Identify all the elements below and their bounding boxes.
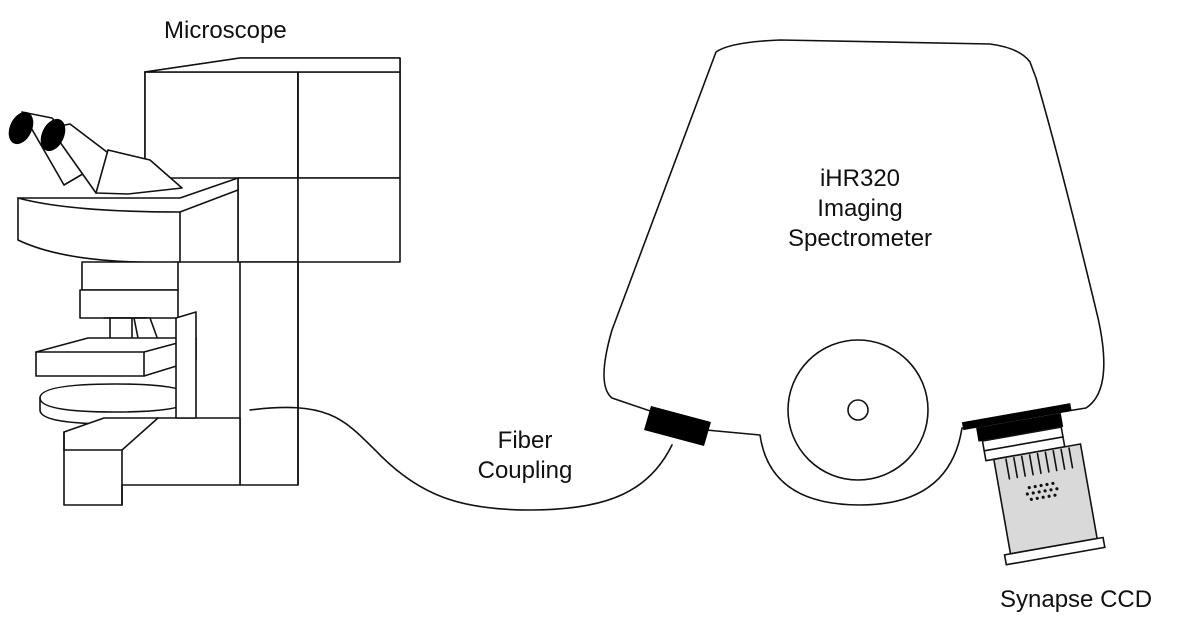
spectrometer-label-line2: Imaging bbox=[817, 195, 903, 222]
fiber-label-line2: Coupling bbox=[477, 457, 573, 484]
microscope-label: Microscope bbox=[164, 17, 287, 44]
spectrometer-label-line3: Spectrometer bbox=[787, 225, 933, 252]
fiber-label-line1: Fiber bbox=[497, 427, 553, 454]
spectrometer-wheel-hub bbox=[847, 399, 869, 421]
microscope-arm bbox=[17, 177, 239, 264]
microscope-upper-box bbox=[144, 57, 401, 179]
fiber-connector bbox=[644, 406, 711, 446]
microscope-pillar bbox=[239, 261, 299, 486]
microscope-objectives bbox=[79, 261, 179, 353]
spectrometer-label: iHR320 Imaging Spectrometer bbox=[760, 164, 960, 254]
microscope-stage bbox=[35, 337, 197, 377]
microscope-eyepieces bbox=[8, 111, 183, 195]
microscope-drawing bbox=[8, 57, 401, 506]
ccd-mount-ring bbox=[976, 412, 1064, 442]
ccd-vent bbox=[1025, 481, 1059, 501]
ccd-drawing bbox=[961, 403, 1106, 566]
microscope-bracket bbox=[175, 311, 197, 419]
spectrometer-drawing bbox=[603, 39, 1105, 506]
ccd-label: Synapse CCD bbox=[1000, 586, 1153, 613]
fiber-coupling-label: Fiber Coupling bbox=[462, 426, 588, 486]
spectrometer-label-line1: iHR320 bbox=[819, 165, 901, 192]
ccd-base-plate bbox=[1003, 536, 1106, 566]
microscope-body-box bbox=[237, 177, 401, 263]
spectrometer-body bbox=[603, 39, 1105, 506]
ccd-body bbox=[992, 443, 1099, 555]
fiber-cable bbox=[249, 406, 673, 511]
ccd-fins bbox=[1005, 447, 1074, 480]
microscope-base bbox=[63, 417, 241, 506]
ccd-mount-flange bbox=[961, 403, 1072, 431]
